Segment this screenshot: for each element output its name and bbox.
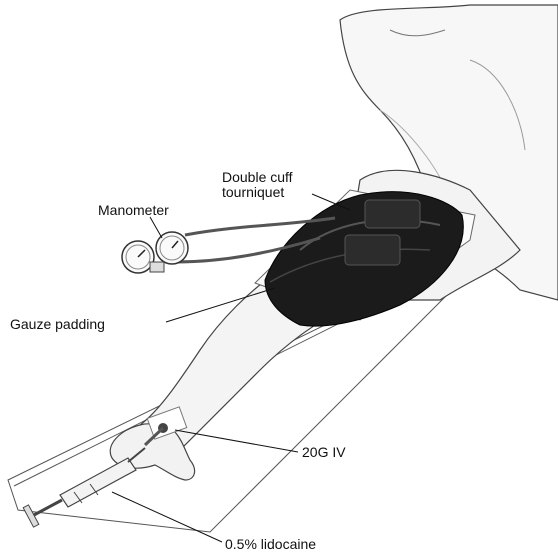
label-cuff-line2: tourniquet	[222, 185, 293, 200]
manometer-gauges	[122, 232, 188, 273]
label-gauze-padding: Gauze padding	[10, 317, 105, 332]
leader-lidocaine	[112, 492, 222, 542]
label-manometer: Manometer	[98, 203, 169, 218]
label-20g-iv: 20G IV	[302, 445, 346, 460]
label-double-cuff-tourniquet: Double cuff tourniquet	[222, 170, 293, 200]
leader-manometer	[150, 217, 162, 238]
label-cuff-line1: Double cuff	[222, 170, 293, 185]
leader-iv	[175, 430, 298, 452]
double-cuff-tourniquet	[265, 192, 463, 326]
label-lidocaine: 0.5% lidocaine	[225, 537, 316, 552]
syringe	[23, 448, 145, 527]
